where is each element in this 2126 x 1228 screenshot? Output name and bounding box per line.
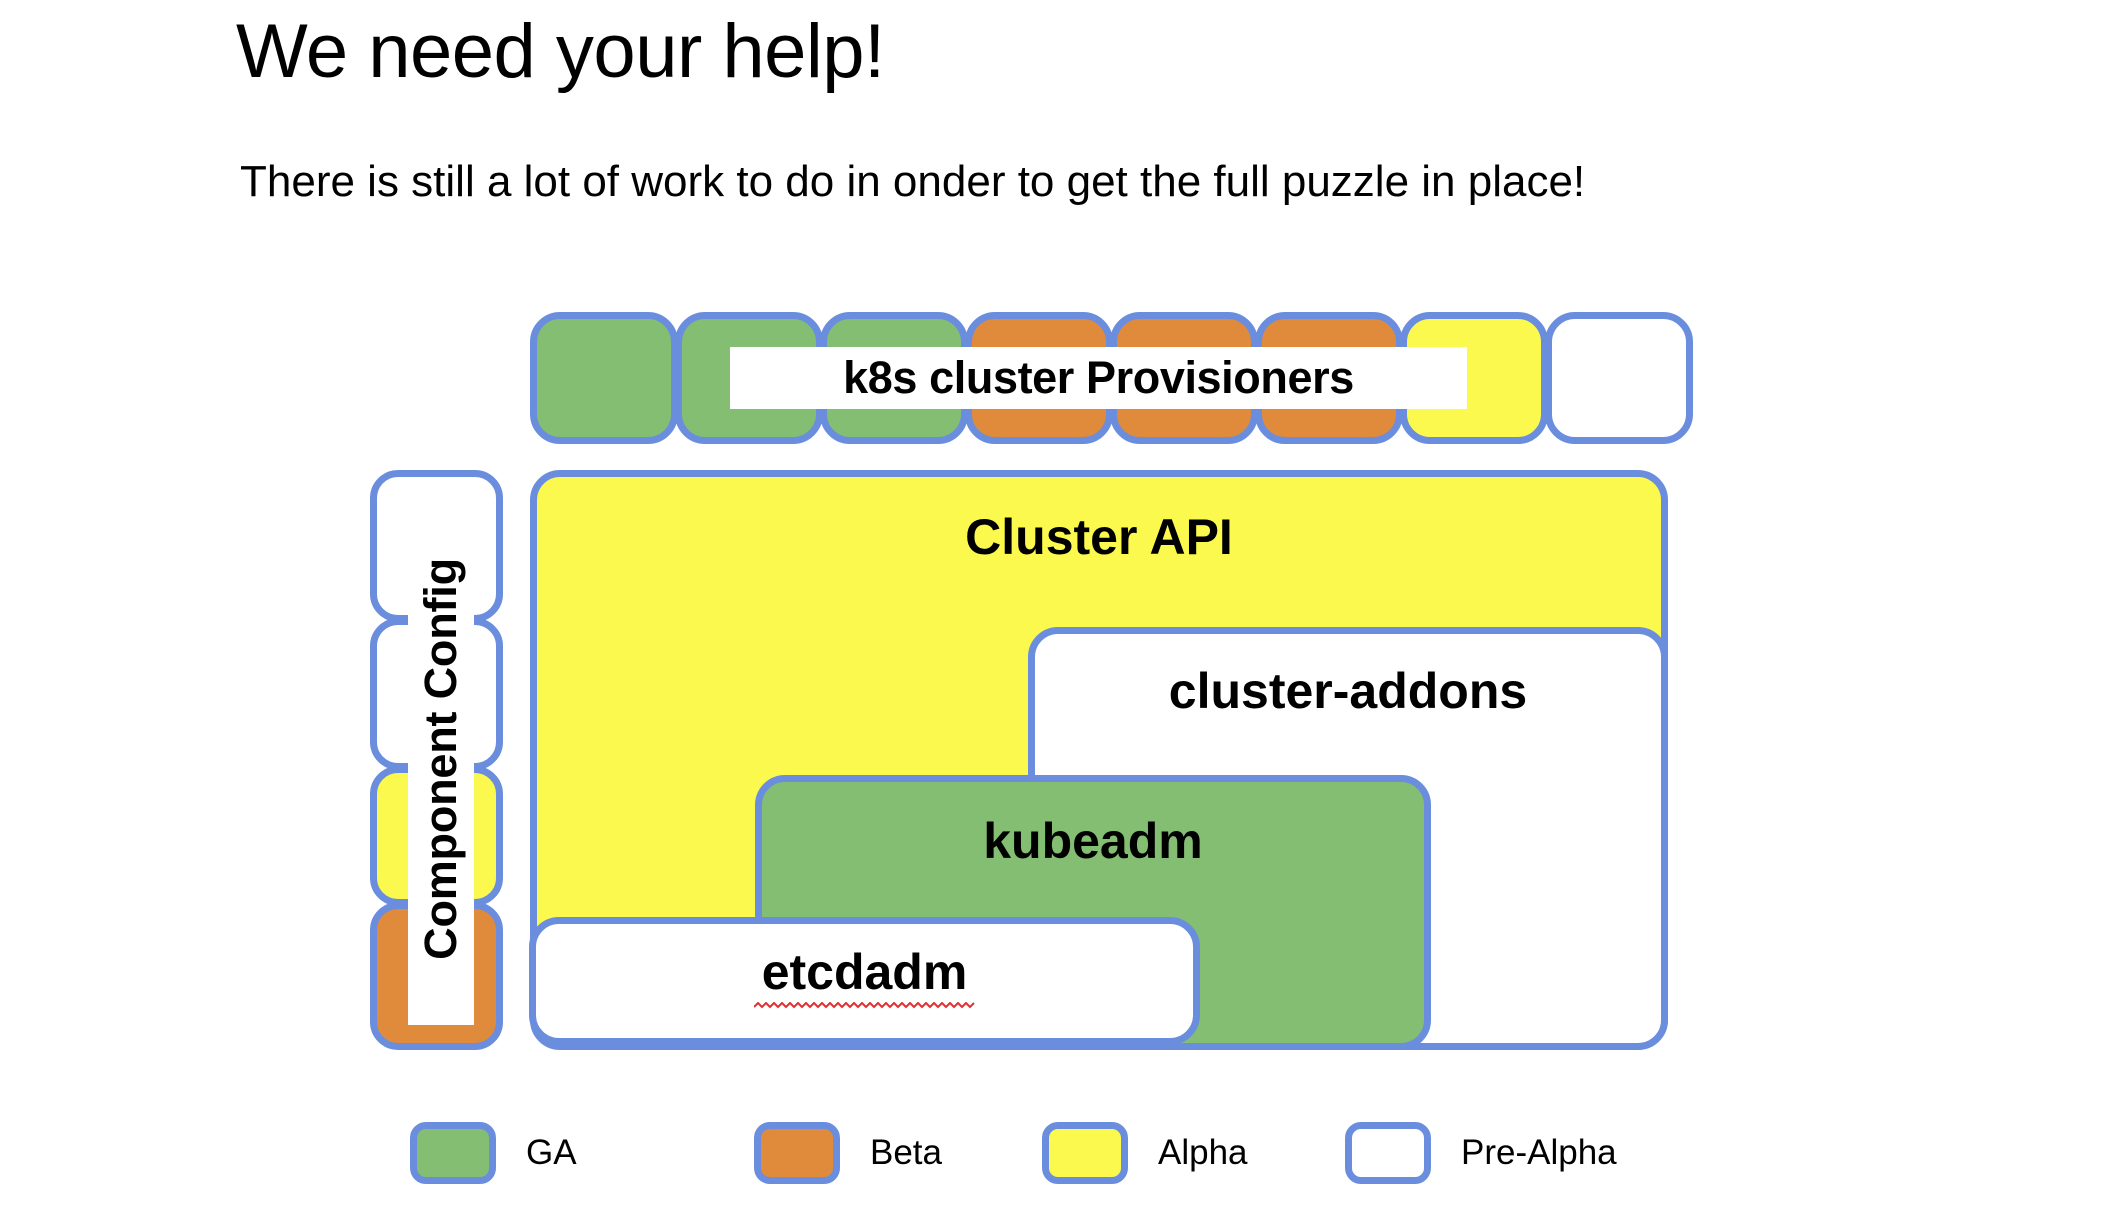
- etcdadm-label: etcdadm: [761, 944, 968, 1000]
- legend-swatch-alpha: [1042, 1122, 1128, 1184]
- provisioner-label-bar: k8s cluster Provisioners: [730, 347, 1467, 409]
- cluster-api-label: Cluster API: [965, 509, 1233, 565]
- component-config-label: Component Config: [415, 557, 466, 960]
- legend-label-alpha: Alpha: [1158, 1133, 1248, 1172]
- kubeadm-label: kubeadm: [983, 813, 1203, 869]
- provisioner-label: k8s cluster Provisioners: [843, 352, 1354, 403]
- legend-swatch-beta: [754, 1122, 840, 1184]
- etcdadm-box: etcdadm: [529, 917, 1200, 1045]
- provisioner-box-1: [530, 312, 678, 444]
- legend-item-beta: Beta: [754, 1122, 942, 1184]
- legend-item-alpha: Alpha: [1042, 1122, 1248, 1184]
- legend-label-beta: Beta: [870, 1133, 942, 1172]
- spellcheck-underline-icon: [753, 1002, 975, 1009]
- legend-swatch-ga: [410, 1122, 496, 1184]
- provisioner-box-8: [1545, 312, 1693, 444]
- legend-item-ga: GA: [410, 1122, 577, 1184]
- page-title: We need your help!: [236, 9, 885, 94]
- component-config-label-bar: Component Config: [408, 492, 474, 1025]
- legend-label-ga: GA: [526, 1133, 577, 1172]
- legend-item-prealpha: Pre-Alpha: [1345, 1122, 1617, 1184]
- cluster-addons-label: cluster-addons: [1168, 663, 1528, 719]
- legend-swatch-prealpha: [1345, 1122, 1431, 1184]
- legend-label-prealpha: Pre-Alpha: [1461, 1133, 1617, 1172]
- page-subtitle: There is still a lot of work to do in on…: [240, 157, 1586, 206]
